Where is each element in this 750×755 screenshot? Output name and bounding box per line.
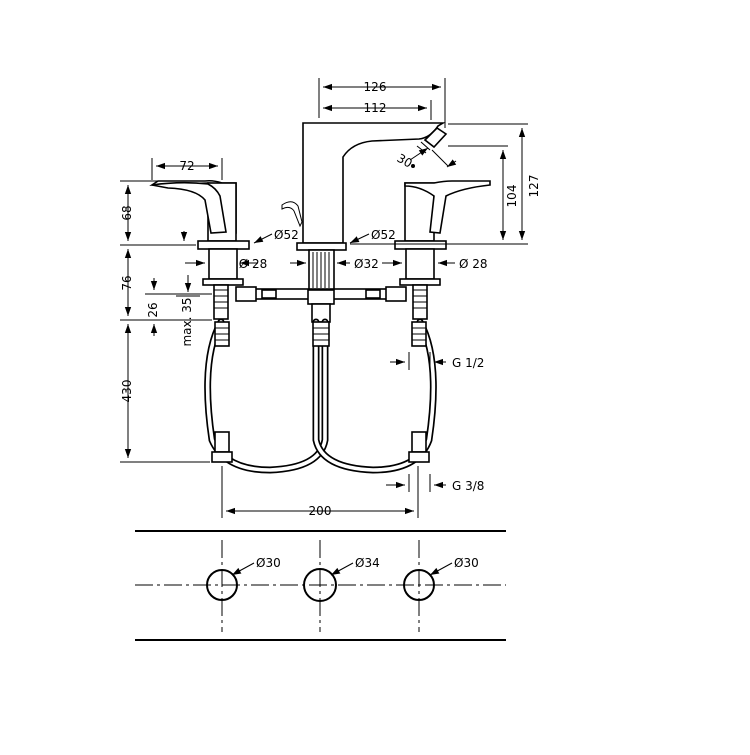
left-valve-thread <box>214 289 228 309</box>
center-tee <box>307 289 335 305</box>
hole-right <box>403 569 435 601</box>
hole-center <box>303 568 337 602</box>
spout-thread <box>312 252 330 288</box>
right-nut <box>399 278 441 286</box>
right-handle-blade <box>404 180 491 234</box>
nut-left-cross <box>261 289 277 299</box>
dim-76: 76 <box>120 275 134 290</box>
dim-72: 72 <box>179 159 194 173</box>
dim-dia-52-left: Ø52 <box>274 228 299 242</box>
nut-right-cross <box>365 289 381 299</box>
dimension-lines <box>120 78 528 518</box>
dim-127: 127 <box>527 175 541 198</box>
dim-104: 104 <box>505 185 519 208</box>
mounting-plate <box>135 530 506 641</box>
left-shank <box>208 248 238 280</box>
tee-right <box>385 286 407 302</box>
left-nut <box>202 278 244 286</box>
hole-label-30-right: Ø30 <box>454 556 479 570</box>
dim-30: 30 <box>395 151 415 171</box>
fitting-hatch <box>215 327 426 341</box>
hole-label-30-left: Ø30 <box>256 556 281 570</box>
dim-26: 26 <box>146 302 160 317</box>
right-flange <box>394 240 447 250</box>
left-flange <box>197 240 250 250</box>
left-hose-nut <box>211 451 233 463</box>
dim-thread-g38: G 3/8 <box>452 479 484 493</box>
hole-label-34: Ø34 <box>355 556 380 570</box>
left-hose-end <box>214 431 230 453</box>
dim-max-35: max. 35 <box>180 297 194 346</box>
right-hose-nut <box>408 451 430 463</box>
dim-430: 430 <box>120 380 134 403</box>
spout-flange <box>296 242 347 251</box>
right-handle <box>394 180 491 320</box>
supply-hoses <box>204 318 437 474</box>
cross-connection <box>235 286 407 323</box>
dim-dia-28-right: Ø 28 <box>459 257 488 271</box>
hole-left <box>206 569 238 601</box>
dim-dia-28-left: Ø 28 <box>239 257 268 271</box>
aerator <box>423 126 448 149</box>
left-handle-blade <box>151 181 227 234</box>
right-valve-thread <box>413 289 427 309</box>
dim-200: 200 <box>309 504 332 518</box>
dim-112: 112 <box>364 101 387 115</box>
tee-left <box>235 286 257 302</box>
dim-dia-32: Ø32 <box>354 257 379 271</box>
right-hose-end <box>411 431 427 453</box>
dim-thread-g12: G 1/2 <box>452 356 484 370</box>
popup-lever <box>281 201 303 228</box>
right-shank <box>405 248 435 280</box>
dim-68: 68 <box>120 205 134 220</box>
dim-dia-52-right: Ø52 <box>371 228 396 242</box>
dimension-labels: 126 112 30 127 104 72 68 76 26 max. 35 4… <box>120 80 541 570</box>
left-handle <box>149 179 250 320</box>
dim-126: 126 <box>364 80 387 94</box>
